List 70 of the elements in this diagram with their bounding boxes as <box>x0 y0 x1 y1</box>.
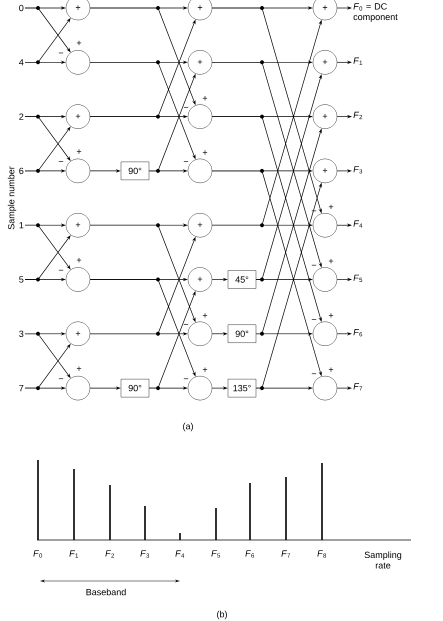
sign-label: − <box>184 106 188 108</box>
sign-label: + <box>202 313 208 318</box>
sign-label: + <box>76 366 82 371</box>
axis-label: Sample number <box>8 166 16 230</box>
sign-label: + <box>202 368 208 372</box>
sign-label: − <box>58 52 64 54</box>
input-label: 6 <box>19 168 24 174</box>
adder-circle <box>66 267 90 292</box>
frequency-label: F$_{0}$ <box>33 550 42 558</box>
output-label: F$_{1}$ <box>353 58 362 65</box>
adder-circle <box>312 322 338 346</box>
frequency-label: F$_{4}$ <box>175 550 184 558</box>
sign-label: − <box>58 161 64 162</box>
output-label: F$_{0}$ = DC component <box>353 3 398 22</box>
frequency-label: F$_{2}$ <box>105 550 114 558</box>
adder-circle <box>188 322 212 346</box>
sign-label: − <box>184 378 188 380</box>
frequency-label: F$_{6}$ <box>245 550 254 558</box>
input-label: 7 <box>19 385 24 392</box>
input-label: 0 <box>19 4 24 12</box>
axis-label: Sampling rate <box>364 551 402 569</box>
input-label: 5 <box>19 276 24 283</box>
output-label: F$_{7}$ <box>353 383 362 391</box>
phase-shift-box: 45° <box>228 270 256 289</box>
adder-circle <box>312 213 338 238</box>
frequency-label: F$_{5}$ <box>211 550 220 558</box>
sign-label: − <box>312 373 316 374</box>
sign-label: − <box>312 210 316 212</box>
caption-label: (a) <box>183 422 193 432</box>
sign-label: + <box>202 96 208 100</box>
sign-label: + <box>328 368 334 372</box>
adder-circle <box>66 50 90 74</box>
sign-label: − <box>312 264 316 266</box>
sign-label: + <box>76 258 82 262</box>
phase-shift-box: 90° <box>120 378 150 398</box>
adder-circle <box>312 376 338 400</box>
sign-label: − <box>184 161 188 162</box>
output-label: F$_{4}$ <box>353 220 362 228</box>
frequency-label: F$_{8}$ <box>317 550 326 558</box>
output-label: F$_{6}$ <box>353 329 362 336</box>
sign-label: + <box>328 204 334 210</box>
sign-label: + <box>76 149 82 154</box>
frequency-label: F$_{7}$ <box>281 550 290 558</box>
sign-label: − <box>184 324 188 325</box>
input-label: 1 <box>19 222 24 228</box>
sign-label: + <box>328 313 334 318</box>
phase-shift-box: 90° <box>228 324 256 343</box>
output-label: F$_{5}$ <box>353 274 362 282</box>
sign-label: + <box>202 150 208 155</box>
frequency-label: F$_{1}$ <box>69 550 78 558</box>
adder-circle <box>312 267 338 292</box>
caption-label: (b) <box>217 610 227 620</box>
adder-circle <box>66 376 90 400</box>
input-label: 4 <box>19 59 24 66</box>
output-label: F$_{3}$ <box>353 166 362 174</box>
sign-label: + <box>328 258 334 264</box>
sign-label: + <box>76 40 82 46</box>
frequency-label: F$_{3}$ <box>140 550 150 558</box>
phase-shift-box: 90° <box>120 162 150 180</box>
output-label: F$_{2}$ <box>353 112 362 120</box>
adder-circle <box>188 158 212 184</box>
sign-label: − <box>312 319 316 320</box>
range-label: Baseband <box>86 588 126 596</box>
input-label: 3 <box>19 330 24 337</box>
input-label: 2 <box>19 113 24 120</box>
adder-circle <box>188 104 212 129</box>
sign-label: − <box>58 378 64 380</box>
phase-shift-box: 135° <box>228 378 256 398</box>
adder-circle <box>188 376 212 400</box>
adder-circle <box>66 158 90 184</box>
